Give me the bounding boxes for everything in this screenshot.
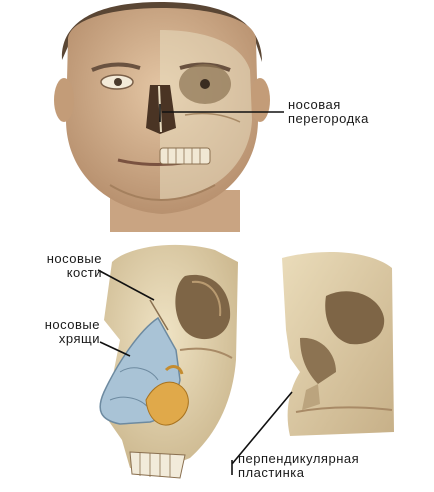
label-perpendicular-plate-line1: перпендикулярная: [238, 452, 359, 466]
label-nasal-septum: носовая перегородка: [288, 98, 369, 126]
teeth: [130, 452, 185, 478]
label-nasal-cartilage: носовые хрящи: [10, 318, 100, 346]
label-nasal-cartilage-line1: носовые: [10, 318, 100, 332]
skull-sagittal: [282, 252, 394, 436]
label-nasal-cartilage-line2: хрящи: [10, 332, 100, 346]
face-illustration: [54, 2, 270, 232]
label-perpendicular-plate-line2: пластинка: [238, 466, 359, 480]
label-nasal-bones-line2: кости: [12, 266, 102, 280]
label-nasal-bones-line1: носовые: [12, 252, 102, 266]
label-nasal-septum-line2: перегородка: [288, 112, 369, 126]
label-perpendicular-plate: перпендикулярная пластинка: [238, 452, 359, 480]
label-nasal-bones: носовые кости: [12, 252, 102, 280]
label-nasal-septum-line1: носовая: [288, 98, 369, 112]
